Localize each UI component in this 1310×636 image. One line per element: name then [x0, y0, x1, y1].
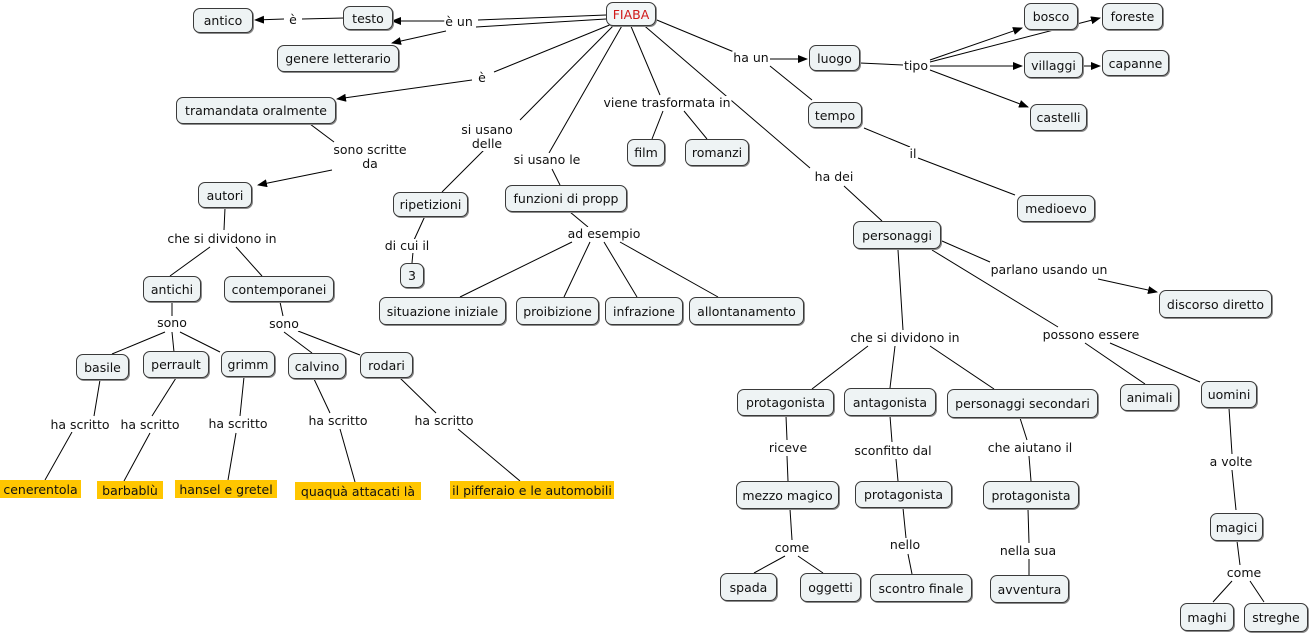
- concept-spada[interactable]: spada: [720, 573, 777, 601]
- concept-personaggi[interactable]: personaggi: [853, 221, 941, 249]
- concept-pifferaio[interactable]: il pifferaio e le automobili: [450, 481, 614, 499]
- link-riceve: riceve: [767, 440, 809, 455]
- link-e-un: è un: [444, 14, 474, 29]
- concept-luogo[interactable]: luogo: [809, 45, 860, 71]
- concept-ripetizioni[interactable]: ripetizioni: [393, 192, 468, 217]
- link-ha-scritto-rodari: ha scritto: [413, 413, 475, 428]
- link-come-mezzo: come: [773, 540, 811, 555]
- concept-capanne[interactable]: capanne: [1102, 50, 1169, 76]
- concept-foreste[interactable]: foreste: [1102, 3, 1163, 30]
- link-sono-antichi: sono: [156, 315, 188, 330]
- concept-animali[interactable]: animali: [1120, 384, 1179, 411]
- concept-film[interactable]: film: [627, 139, 665, 166]
- concept-antico[interactable]: antico: [193, 8, 253, 33]
- concept-tempo[interactable]: tempo: [808, 102, 862, 128]
- concept-autori[interactable]: autori: [198, 182, 252, 208]
- link-ha-un: ha un: [732, 50, 770, 65]
- link-ad-esempio: ad esempio: [566, 226, 642, 241]
- concept-villaggi[interactable]: villaggi: [1024, 52, 1083, 78]
- concept-calvino[interactable]: calvino: [288, 353, 346, 379]
- link-tipo: tipo: [903, 58, 929, 73]
- concept-antichi[interactable]: antichi: [143, 276, 201, 302]
- concept-personaggi-secondari[interactable]: personaggi secondari: [947, 389, 1098, 418]
- link-nella-sua: nella sua: [998, 543, 1058, 558]
- link-nello: nello: [888, 537, 922, 552]
- link-parlano-usando-un: parlano usando un: [989, 262, 1109, 277]
- link-si-usano-delle: si usano delle: [460, 122, 514, 151]
- concept-magici[interactable]: magici: [1210, 513, 1263, 541]
- concept-avventura[interactable]: avventura: [990, 575, 1069, 603]
- concept-discorso-diretto[interactable]: discorso diretto: [1159, 290, 1272, 318]
- concept-uomini[interactable]: uomini: [1201, 381, 1257, 408]
- concept-barbablu[interactable]: barbablù: [97, 481, 163, 499]
- link-il: il: [908, 146, 918, 161]
- concept-proibizione[interactable]: proibizione: [516, 297, 599, 325]
- link-si-usano-le: si usano le: [512, 152, 582, 167]
- link-sono-contemporanei: sono: [268, 316, 300, 331]
- concept-bosco[interactable]: bosco: [1024, 3, 1078, 30]
- concept-rodari[interactable]: rodari: [360, 352, 413, 378]
- concept-protagonista-antagonista[interactable]: protagonista: [855, 481, 952, 508]
- concept-fiaba[interactable]: FIABA: [606, 2, 656, 26]
- link-ha-scritto-calvino: ha scritto: [307, 413, 369, 428]
- concept-hansel-gretel[interactable]: hansel e gretel: [175, 480, 277, 498]
- concept-castelli[interactable]: castelli: [1030, 104, 1087, 131]
- concept-tramandata[interactable]: tramandata oralmente: [176, 97, 336, 124]
- concept-romanzi[interactable]: romanzi: [685, 139, 749, 166]
- concept-streghe[interactable]: streghe: [1244, 603, 1308, 632]
- link-di-cui-il: di cui il: [383, 238, 431, 253]
- link-sconfitto-dal: sconfitto dal: [853, 443, 933, 458]
- link-ha-scritto-perrault: ha scritto: [119, 417, 181, 432]
- concept-scontro-finale[interactable]: scontro finale: [870, 574, 972, 602]
- link-viene-trasformata: viene trasformata in: [602, 95, 732, 110]
- link-si-dividono-autori: che si dividono in: [166, 231, 278, 246]
- concept-genere-letterario[interactable]: genere letterario: [277, 45, 399, 72]
- concept-3[interactable]: 3: [400, 263, 424, 288]
- link-come-magici: come: [1225, 565, 1263, 580]
- link-e-antico: è: [288, 12, 298, 27]
- link-si-dividono-personaggi: che si dividono in: [849, 330, 961, 345]
- concept-testo[interactable]: testo: [343, 6, 393, 30]
- concept-grimm[interactable]: grimm: [221, 351, 275, 377]
- concept-mezzo-magico[interactable]: mezzo magico: [736, 481, 839, 509]
- concept-situazione-iniziale[interactable]: situazione iniziale: [379, 297, 506, 325]
- concept-infrazione[interactable]: infrazione: [605, 297, 683, 325]
- concept-funzioni-propp[interactable]: funzioni di propp: [505, 185, 627, 212]
- link-ha-scritto-basile: ha scritto: [49, 417, 111, 432]
- link-sono-scritte-da: sono scritte da: [332, 142, 408, 171]
- concept-maghi[interactable]: maghi: [1180, 603, 1234, 631]
- link-ha-dei: ha dei: [813, 169, 855, 184]
- concept-oggetti[interactable]: oggetti: [800, 573, 861, 602]
- concept-contemporanei[interactable]: contemporanei: [224, 276, 334, 302]
- link-ha-scritto-grimm: ha scritto: [207, 416, 269, 431]
- link-a-volte: a volte: [1208, 454, 1254, 469]
- concept-cenerentola[interactable]: cenerentola: [0, 480, 81, 498]
- link-che-aiutano-il: che aiutano il: [986, 440, 1074, 455]
- concept-protagonista-secondari[interactable]: protagonista: [983, 481, 1079, 509]
- concept-allontanamento[interactable]: allontanamento: [689, 297, 804, 325]
- concept-basile[interactable]: basile: [76, 354, 129, 380]
- concept-antagonista[interactable]: antagonista: [844, 388, 936, 416]
- concept-perrault[interactable]: perrault: [143, 351, 209, 378]
- concept-medioevo[interactable]: medioevo: [1017, 195, 1095, 222]
- concept-quaqua[interactable]: quaquà attacati là: [295, 482, 421, 500]
- concept-protagonista[interactable]: protagonista: [737, 389, 834, 416]
- link-possono-essere: possono essere: [1041, 327, 1141, 342]
- link-e-tramandata: è: [477, 70, 487, 85]
